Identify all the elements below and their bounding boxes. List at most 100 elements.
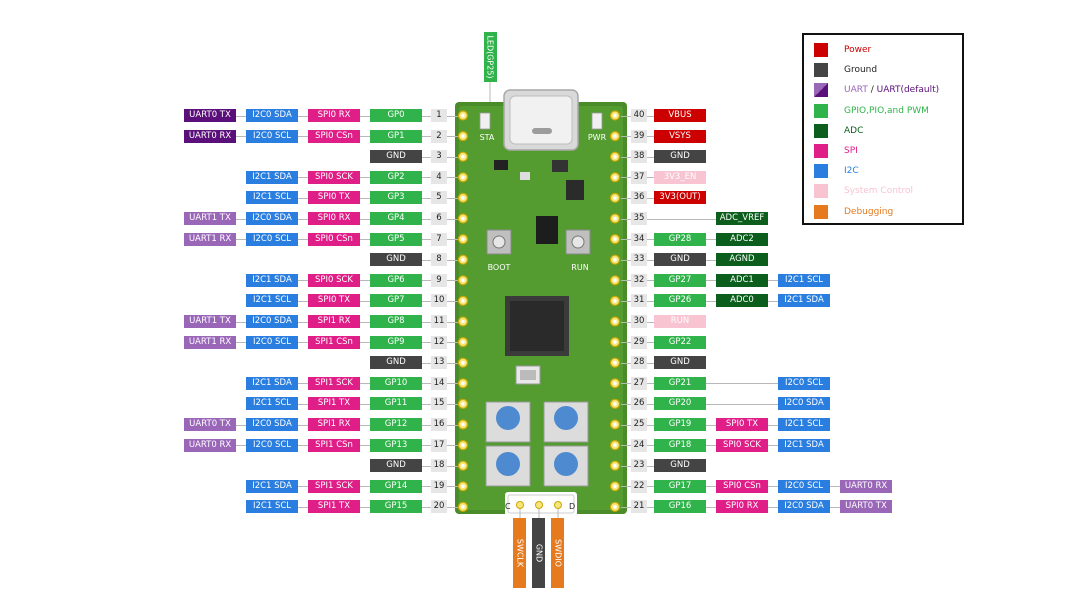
pin-number: 21 <box>631 500 647 514</box>
pin-23-label: GND <box>654 459 706 473</box>
pin-connector-line <box>298 197 308 199</box>
pin-connector-line <box>647 136 654 138</box>
pin-connector-line <box>298 424 308 426</box>
pin-31-label: ADC0 <box>716 294 768 308</box>
pin-number: 29 <box>631 335 647 349</box>
pin-connector-line <box>236 115 246 117</box>
debug-pin-label: SWCLK <box>515 538 524 568</box>
pin-15-label: I2C1 SCL <box>246 397 298 411</box>
pin-connector-line <box>298 300 308 302</box>
pin-connector-line <box>236 321 246 323</box>
pin-connector-line <box>236 239 246 241</box>
pin-31-label: GP26 <box>654 294 706 308</box>
pin-connector-line <box>360 280 370 282</box>
pin-connector-line <box>360 506 370 508</box>
legend-swatch <box>814 184 828 199</box>
pin-17-label: SPI1 CSn <box>308 438 360 452</box>
pin-5-label: GP3 <box>370 191 422 205</box>
legend-label: Power <box>844 44 871 56</box>
pin-connector-line <box>647 506 654 508</box>
pin-connector-line <box>447 486 458 488</box>
pin-number: 1 <box>431 109 447 122</box>
pin-34-label: ADC2 <box>716 232 768 246</box>
legend-label: Ground <box>844 64 877 76</box>
pin-connector-line <box>236 342 246 344</box>
pin-connector-line <box>298 403 308 405</box>
pin-number: 15 <box>431 397 447 411</box>
pin-connector-line <box>360 486 370 488</box>
pin-connector-line <box>360 239 370 241</box>
pin-connector-line <box>706 486 716 488</box>
pin-connector-line <box>447 403 458 405</box>
pin-connector-line <box>298 218 308 220</box>
pin-connector-line <box>447 362 458 364</box>
legend-text: SPI <box>844 146 858 156</box>
pin-number: 14 <box>431 376 447 390</box>
pin-11-label: I2C0 SDA <box>246 315 298 328</box>
pin-number: 10 <box>431 294 447 308</box>
legend-swatch <box>814 123 828 138</box>
pin-29-label: GP22 <box>654 335 706 349</box>
legend-text: Debugging <box>844 206 894 217</box>
pin-number: 16 <box>431 418 447 431</box>
pin-4-label: SPI0 SCK <box>308 170 360 184</box>
pin-connector-line <box>422 177 431 179</box>
boot-label: BOOT <box>488 263 511 272</box>
pin-7-label: UART1 RX <box>184 232 236 246</box>
pin-connector-line <box>621 383 631 385</box>
pin-connector-line <box>422 300 431 302</box>
pin-number: 34 <box>631 232 647 246</box>
pin-20-label: SPI1 TX <box>308 500 360 514</box>
pin-connector-line <box>621 342 631 344</box>
pin-33-label: AGND <box>716 253 768 267</box>
pin-30-label: RUN <box>654 315 706 328</box>
pin-connector-line <box>298 115 308 117</box>
pin-connector-line <box>447 136 458 138</box>
pin-32-label: ADC1 <box>716 273 768 287</box>
pin-17-label: UART0 RX <box>184 438 236 452</box>
pin-connector-line <box>647 115 654 117</box>
pin-12-label: SPI1 CSn <box>308 335 360 349</box>
pin-16-label: I2C0 SDA <box>246 418 298 431</box>
pin-connector-line <box>298 136 308 138</box>
pin-connector-line <box>447 465 458 467</box>
pwr-label: PWR <box>588 133 607 142</box>
pin-number: 11 <box>431 315 447 328</box>
legend-text: System Control <box>844 186 913 197</box>
pin-7-label: GP5 <box>370 232 422 246</box>
pin-connector-line <box>621 445 631 447</box>
pin-connector-line <box>647 342 654 344</box>
pin-32-label: GP27 <box>654 273 706 287</box>
pin-connector-line <box>647 486 654 488</box>
pin-6-label: UART1 TX <box>184 212 236 225</box>
pin-7-label: SPI0 CSn <box>308 232 360 246</box>
pin-connector-line <box>621 300 631 302</box>
pin-13-label: GND <box>370 356 422 370</box>
pin-22-label: SPI0 CSn <box>716 479 768 493</box>
legend-label: Debugging <box>844 206 893 218</box>
pin-connector-line <box>647 362 654 364</box>
pin-number: 26 <box>631 397 647 411</box>
pin-14-label: I2C1 SDA <box>246 376 298 390</box>
pin-38-label: GND <box>654 150 706 164</box>
pin-number: 9 <box>431 273 447 287</box>
pin-connector-line <box>422 362 431 364</box>
pin-40-label: VBUS <box>654 109 706 122</box>
pin-connector-line <box>768 280 778 282</box>
pin-connector-line <box>298 486 308 488</box>
pin-connector-line <box>298 177 308 179</box>
pin-number: 24 <box>631 438 647 452</box>
pin-2-label: UART0 RX <box>184 129 236 143</box>
pin-number: 20 <box>431 500 447 514</box>
pin-connector-line <box>447 156 458 158</box>
pin-36-label: 3V3(OUT) <box>654 191 706 205</box>
pin-34-label: GP28 <box>654 232 706 246</box>
pin-connector-line <box>621 362 631 364</box>
pin-connector-line <box>647 383 654 385</box>
pin-connector-line <box>360 218 370 220</box>
debug-pin-swdio: SWDIO <box>551 518 564 588</box>
led-label: LED(GP25) <box>486 35 495 78</box>
pin-number: 30 <box>631 315 647 328</box>
